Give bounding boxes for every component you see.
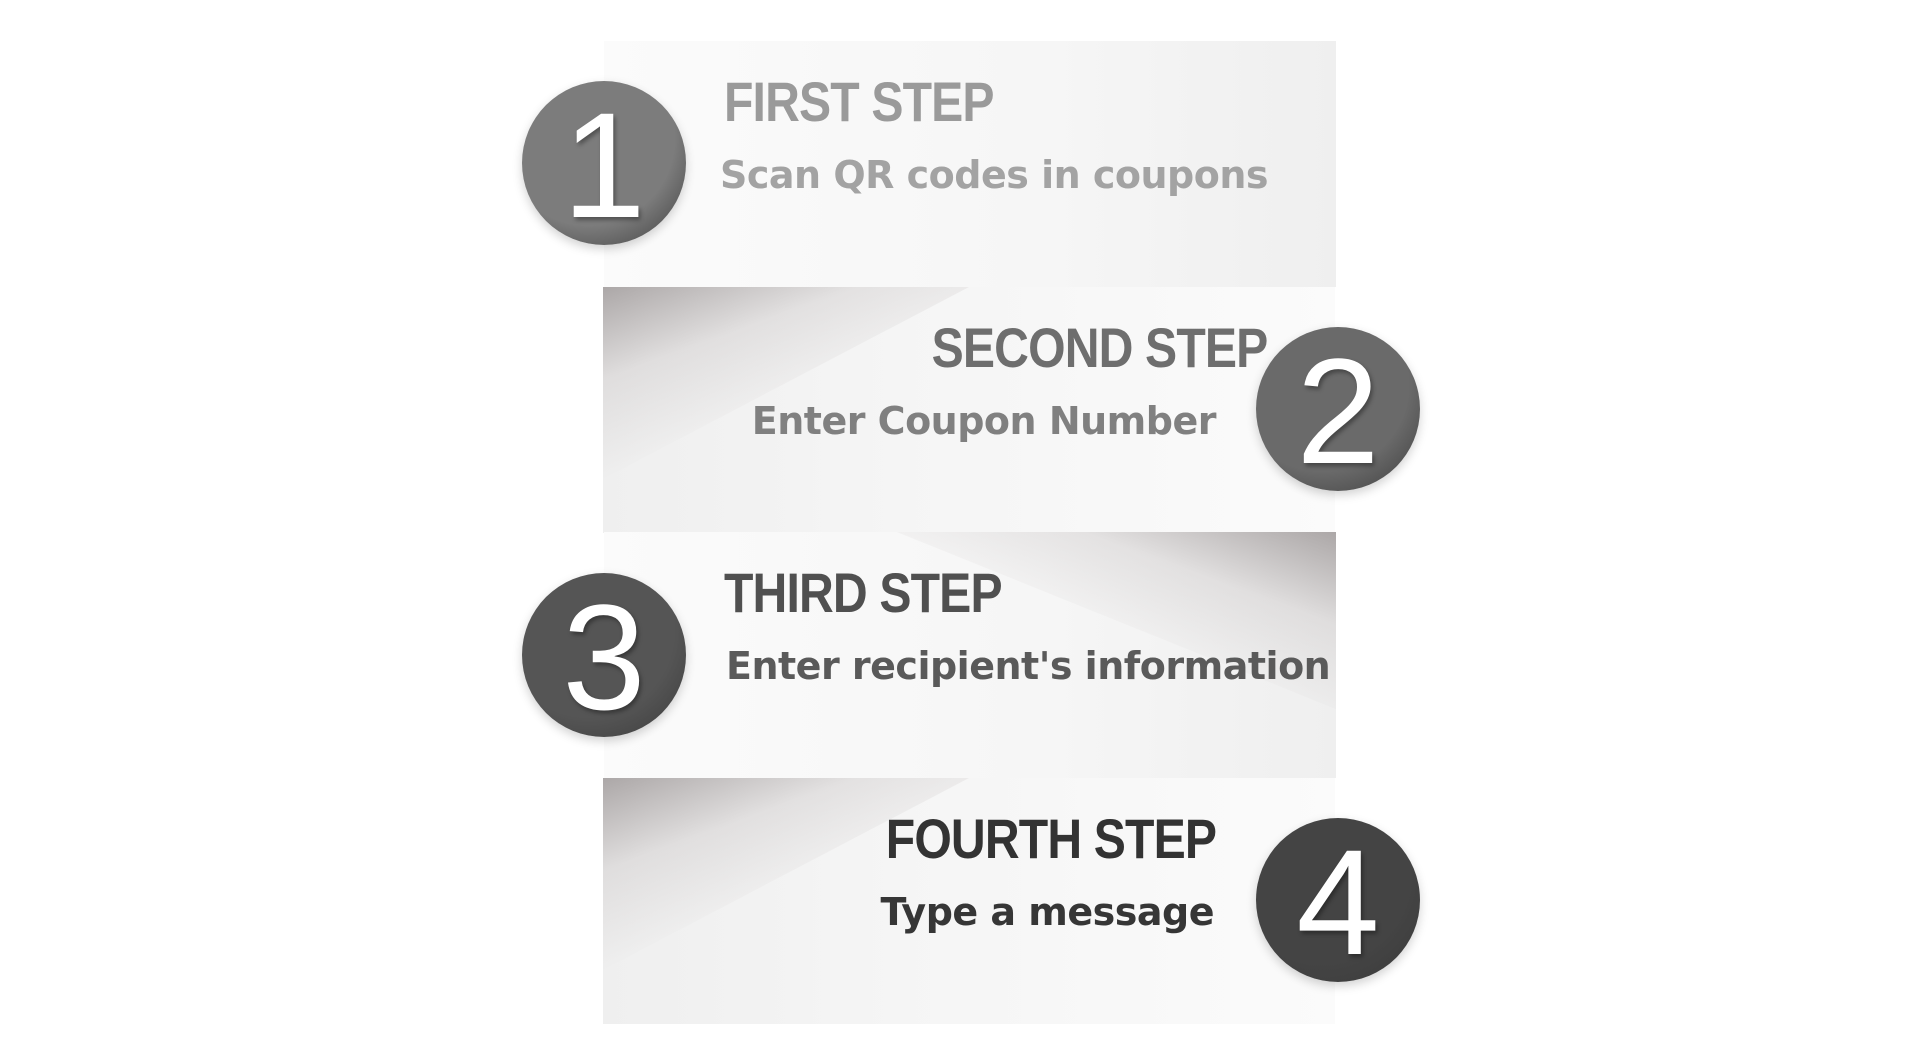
step-3-description: Enter recipient's information [726, 644, 1331, 688]
step-4-number: 4 [1296, 818, 1380, 982]
step-2-number: 2 [1296, 327, 1380, 491]
step-4-title: FOURTH STEP [885, 807, 1217, 870]
step-3-panel: THIRD STEP Enter recipient's information [604, 532, 1336, 778]
step-2-number-badge: 2 [1256, 327, 1420, 491]
step-3-number-badge: 3 [522, 573, 686, 737]
step-1-panel: FIRST STEP Scan QR codes in coupons [604, 41, 1336, 287]
step-4-number-badge: 4 [1256, 818, 1420, 982]
step-1-number: 1 [562, 81, 646, 245]
step-4-description: Type a message [880, 890, 1215, 934]
step-3-number: 3 [562, 573, 646, 737]
step-2-title: SECOND STEP [931, 316, 1268, 379]
step-2-description: Enter Coupon Number [751, 399, 1217, 443]
step-2-panel: SECOND STEP Enter Coupon Number [603, 287, 1335, 533]
step-1-number-badge: 1 [522, 81, 686, 245]
step-1-description: Scan QR codes in coupons [720, 153, 1269, 197]
step-4-panel: FOURTH STEP Type a message [603, 778, 1335, 1024]
step-1-title: FIRST STEP [724, 70, 995, 133]
step-3-title: THIRD STEP [724, 561, 1003, 624]
